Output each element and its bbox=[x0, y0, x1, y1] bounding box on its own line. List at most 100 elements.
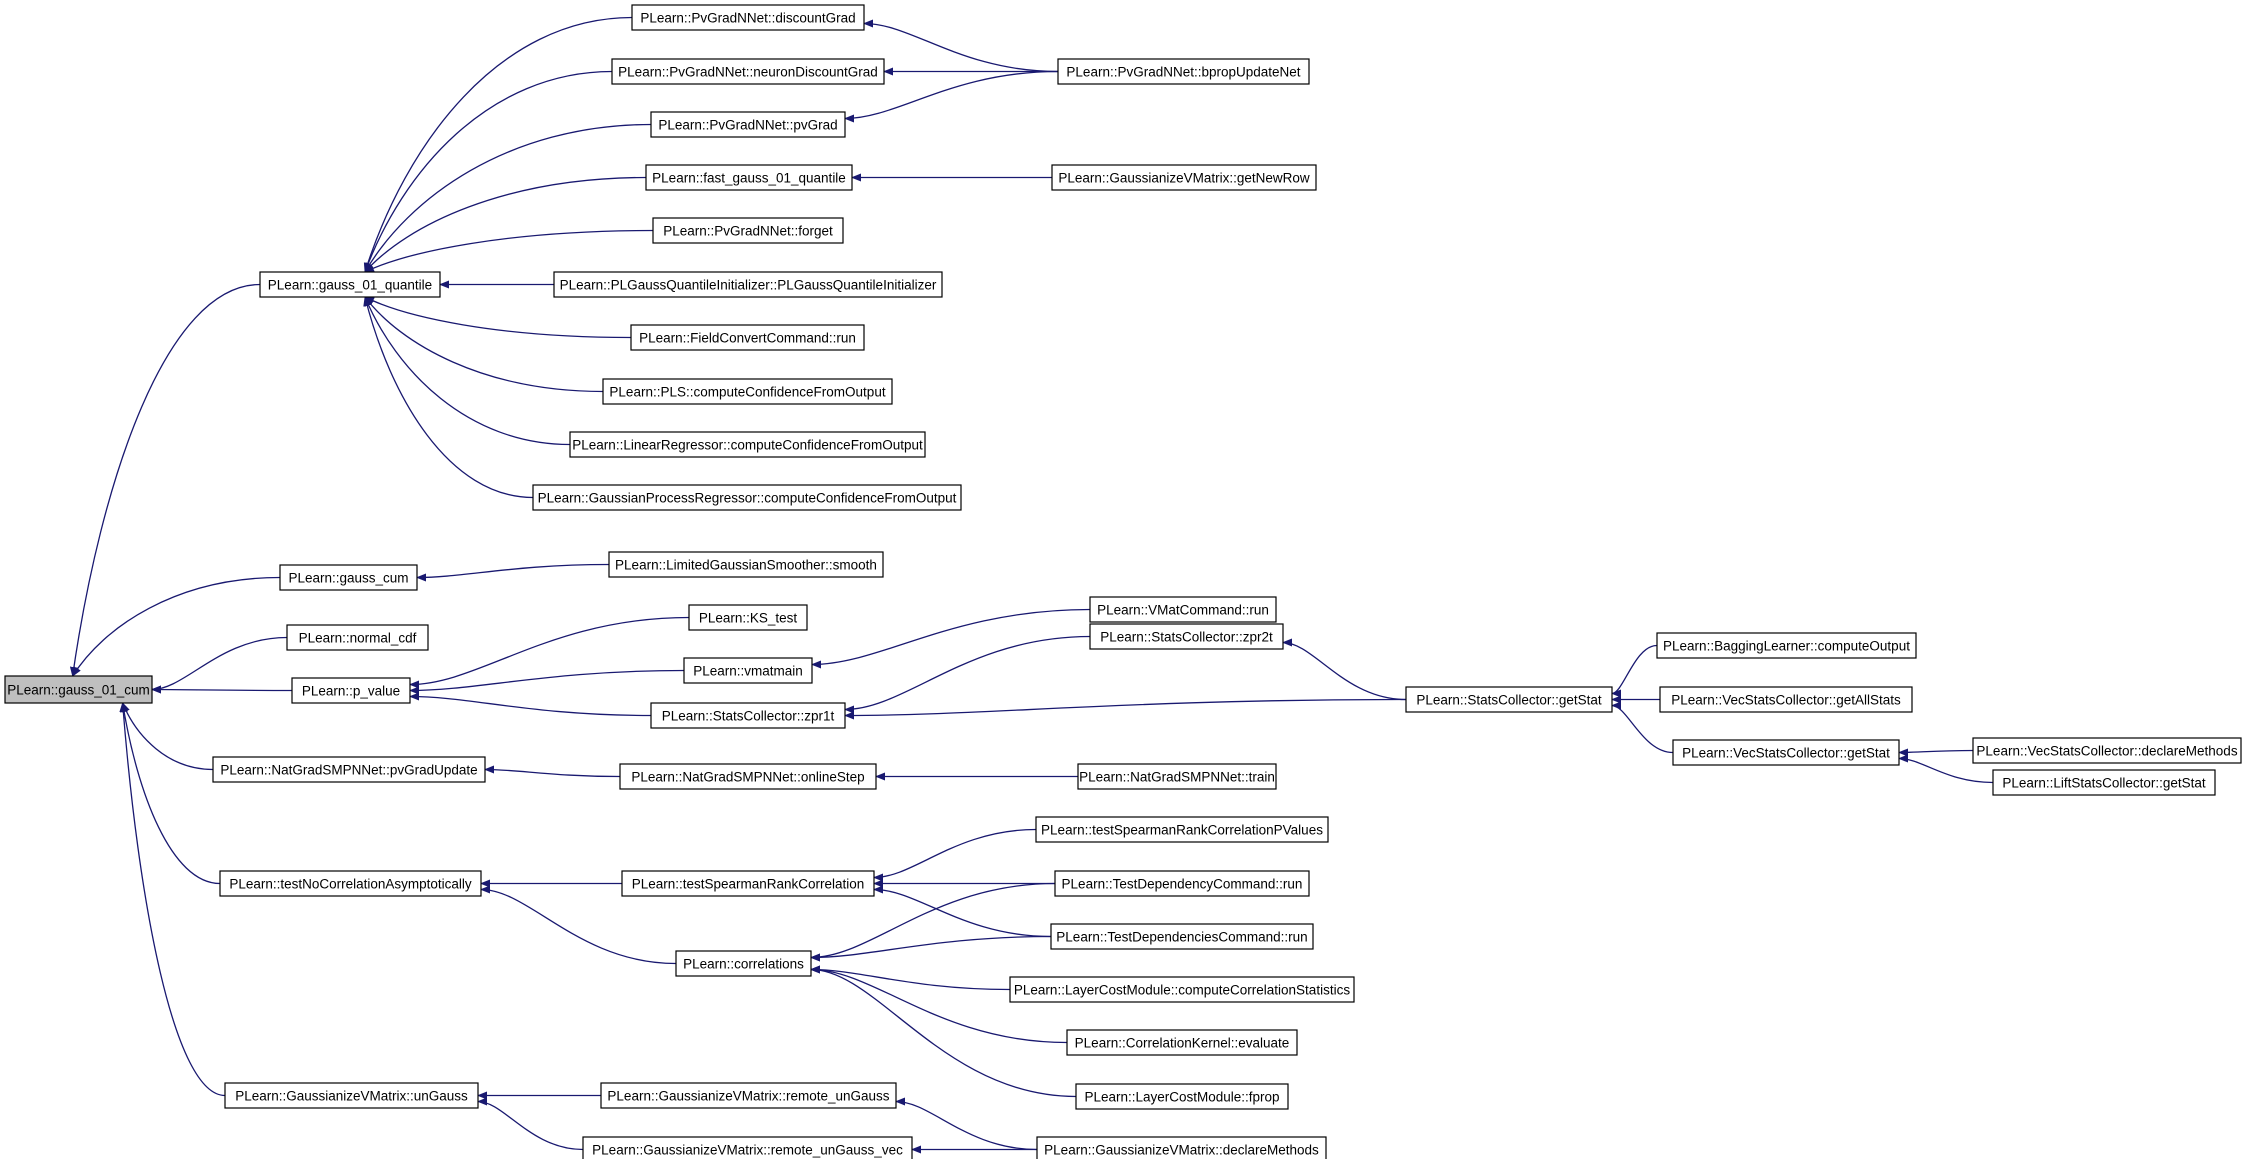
node-gaussianizevmatrix-ungauss[interactable]: PLearn::GaussianizeVMatrix::unGauss bbox=[224, 1082, 479, 1109]
node-label: PLearn::testNoCorrelationAsymptotically bbox=[229, 877, 472, 892]
node-layercostmodule-fprop[interactable]: PLearn::LayerCostModule::fprop bbox=[1075, 1083, 1289, 1110]
edge-n26-to-n25 bbox=[1282, 638, 1407, 701]
node-box bbox=[1057, 58, 1310, 85]
edge-n40-to-n38 bbox=[810, 965, 1068, 1044]
edge-n38-to-n6 bbox=[480, 885, 677, 965]
edge-n1-to-n0 bbox=[69, 283, 261, 677]
node-gaussianizevmatrix-remote-ungauss[interactable]: PLearn::GaussianizeVMatrix::remote_unGau… bbox=[600, 1082, 897, 1109]
node-vmatmain[interactable]: PLearn::vmatmain bbox=[683, 657, 813, 684]
edge-n5-to-n0 bbox=[121, 702, 214, 771]
node-pvgradnnet-neurondiscountgrad[interactable]: PLearn::PvGradNNet::neuronDiscountGrad bbox=[611, 58, 885, 85]
edge-n10-to-n1 bbox=[364, 123, 652, 273]
node-fast-gauss-01-quantile[interactable]: PLearn::fast_gauss_01_quantile bbox=[645, 164, 853, 191]
node-label: PLearn::fast_gauss_01_quantile bbox=[652, 171, 846, 186]
node-box bbox=[645, 164, 853, 191]
node-pvgradnnet-pvgrad[interactable]: PLearn::PvGradNNet::pvGrad bbox=[650, 111, 846, 138]
node-label: PLearn::VecStatsCollector::declareMethod… bbox=[1976, 744, 2237, 759]
edge-n25-to-n23 bbox=[844, 635, 1091, 714]
edge-n2-to-n0 bbox=[72, 576, 281, 677]
node-label: PLearn::LayerCostModule::fprop bbox=[1084, 1090, 1279, 1105]
node-layercostmodule-computecorrelationstatistics[interactable]: PLearn::LayerCostModule::computeCorrelat… bbox=[1009, 976, 1355, 1003]
edge-n9-to-n1 bbox=[364, 70, 613, 273]
node-box bbox=[1054, 870, 1310, 897]
node-label: PLearn::GaussianizeVMatrix::declareMetho… bbox=[1044, 1143, 1319, 1158]
node-label: PLearn::PvGradNNet::discountGrad bbox=[640, 11, 855, 26]
node-box bbox=[4, 675, 153, 704]
node-label: PLearn::GaussianizeVMatrix::unGauss bbox=[235, 1089, 468, 1104]
node-testdependenciescommand-run[interactable]: PLearn::TestDependenciesCommand::run bbox=[1050, 923, 1314, 950]
node-gaussianizevmatrix-getnewrow[interactable]: PLearn::GaussianizeVMatrix::getNewRow bbox=[1051, 164, 1317, 191]
node-gaussianizevmatrix-declaremethods[interactable]: PLearn::GaussianizeVMatrix::declareMetho… bbox=[1036, 1136, 1327, 1159]
node-label: PLearn::testSpearmanRankCorrelation bbox=[632, 877, 865, 892]
edge-n22-to-n4 bbox=[409, 669, 685, 695]
edge-n8-to-n1 bbox=[363, 16, 633, 273]
node-vecstatscollector-getstat[interactable]: PLearn::VecStatsCollector::getStat bbox=[1672, 739, 1900, 766]
node-gaussianprocessregressor-computeconfidencefromoutput[interactable]: PLearn::GaussianProcessRegressor::comput… bbox=[532, 484, 962, 511]
node-label: PLearn::LayerCostModule::computeCorrelat… bbox=[1014, 983, 1350, 998]
node-label: PLearn::PLS::computeConfidenceFromOutput bbox=[609, 385, 885, 400]
node-statscollector-zpr2t[interactable]: PLearn::StatsCollector::zpr2t bbox=[1089, 623, 1284, 650]
node-pvgradnnet-bpropupdatenet[interactable]: PLearn::PvGradNNet::bpropUpdateNet bbox=[1057, 58, 1310, 85]
node-box bbox=[675, 950, 812, 977]
node-box bbox=[259, 271, 441, 298]
node-box bbox=[553, 271, 943, 298]
node-testnocorrelationasymptotically[interactable]: PLearn::testNoCorrelationAsymptotically bbox=[219, 870, 482, 897]
edge-n43-to-n7 bbox=[477, 1097, 584, 1151]
node-natgradsmpnnet-train[interactable]: PLearn::NatGradSMPNNet::train bbox=[1077, 763, 1277, 790]
node-box bbox=[1089, 596, 1277, 623]
node-label: PLearn::VMatCommand::run bbox=[1097, 603, 1269, 618]
node-gauss-01-quantile[interactable]: PLearn::gauss_01_quantile bbox=[259, 271, 441, 298]
node-box bbox=[631, 4, 865, 31]
node-liftstatscollector-getstat[interactable]: PLearn::LiftStatsCollector::getStat bbox=[1992, 769, 2216, 796]
node-statscollector-getstat[interactable]: PLearn::StatsCollector::getStat bbox=[1405, 686, 1613, 713]
nodes-layer: PLearn::gauss_01_cum PLearn::gauss_01_qua… bbox=[4, 4, 2242, 1159]
node-label: PLearn::gauss_cum bbox=[288, 571, 408, 586]
node-limitedgaussiansmoother-smooth[interactable]: PLearn::LimitedGaussianSmoother::smooth bbox=[608, 551, 884, 578]
node-box bbox=[602, 378, 893, 405]
edge-n26-to-n23 bbox=[844, 698, 1407, 720]
node-correlationkernel-evaluate[interactable]: PLearn::CorrelationKernel::evaluate bbox=[1066, 1029, 1298, 1056]
node-fieldconvertcommand-run[interactable]: PLearn::FieldConvertCommand::run bbox=[630, 324, 865, 351]
node-linearregressor-computeconfidencefromoutput[interactable]: PLearn::LinearRegressor::computeConfiden… bbox=[569, 431, 926, 458]
node-box bbox=[1656, 632, 1917, 659]
node-label: PLearn::normal_cdf bbox=[299, 631, 417, 646]
node-vecstatscollector-getallstats[interactable]: PLearn::VecStatsCollector::getAllStats bbox=[1659, 686, 1913, 713]
node-box bbox=[1050, 923, 1314, 950]
node-label: PLearn::testSpearmanRankCorrelationPValu… bbox=[1041, 823, 1323, 838]
node-vecstatscollector-declaremethods[interactable]: PLearn::VecStatsCollector::declareMethod… bbox=[1972, 737, 2242, 764]
node-box bbox=[1075, 1083, 1289, 1110]
edge-n41-to-n38 bbox=[810, 965, 1077, 1098]
node-label: PLearn::PvGradNNet::forget bbox=[663, 224, 833, 239]
node-gauss-01-cum[interactable]: PLearn::gauss_01_cum bbox=[4, 675, 153, 704]
node-statscollector-zpr1t[interactable]: PLearn::StatsCollector::zpr1t bbox=[650, 702, 846, 729]
node-box bbox=[1051, 164, 1317, 191]
node-p-value[interactable]: PLearn::p_value bbox=[291, 677, 411, 704]
node-testspearmanrankcorrelationpvalues[interactable]: PLearn::testSpearmanRankCorrelationPValu… bbox=[1035, 816, 1329, 843]
node-bagginglearner-computeoutput[interactable]: PLearn::BaggingLearner::computeOutput bbox=[1656, 632, 1917, 659]
node-box bbox=[621, 870, 875, 897]
edge-n12-to-n1 bbox=[364, 229, 654, 273]
node-box bbox=[688, 604, 808, 631]
node-label: PLearn::BaggingLearner::computeOutput bbox=[1663, 639, 1910, 654]
node-vmatcommand-run[interactable]: PLearn::VMatCommand::run bbox=[1089, 596, 1277, 623]
node-label: PLearn::NatGradSMPNNet::pvGradUpdate bbox=[220, 763, 477, 778]
node-correlations[interactable]: PLearn::correlations bbox=[675, 950, 812, 977]
node-ks-test[interactable]: PLearn::KS_test bbox=[688, 604, 808, 631]
node-pvgradnnet-forget[interactable]: PLearn::PvGradNNet::forget bbox=[652, 217, 844, 244]
node-box bbox=[1036, 1136, 1327, 1159]
node-normal-cdf[interactable]: PLearn::normal_cdf bbox=[286, 624, 429, 651]
edge-n29-to-n26 bbox=[1611, 701, 1674, 754]
edge-n6-to-n0 bbox=[120, 702, 221, 885]
node-testdependencycommand-run[interactable]: PLearn::TestDependencyCommand::run bbox=[1054, 870, 1310, 897]
node-box bbox=[611, 58, 885, 85]
node-gaussianizevmatrix-remote-ungauss-vec[interactable]: PLearn::GaussianizeVMatrix::remote_unGau… bbox=[582, 1136, 913, 1159]
node-plgaussquantileinitializer-plgaussquantileinitializer[interactable]: PLearn::PLGaussQuantileInitializer::PLGa… bbox=[553, 271, 943, 298]
node-pvgradnnet-discountgrad[interactable]: PLearn::PvGradNNet::discountGrad bbox=[631, 4, 865, 31]
node-gauss-cum[interactable]: PLearn::gauss_cum bbox=[279, 564, 418, 591]
node-natgradsmpnnet-pvgradupdate[interactable]: PLearn::NatGradSMPNNet::pvGradUpdate bbox=[212, 756, 486, 783]
node-pls-computeconfidencefromoutput[interactable]: PLearn::PLS::computeConfidenceFromOutput bbox=[602, 378, 893, 405]
node-box bbox=[569, 431, 926, 458]
node-natgradsmpnnet-onlinestep[interactable]: PLearn::NatGradSMPNNet::onlineStep bbox=[619, 763, 877, 790]
node-testspearmanrankcorrelation[interactable]: PLearn::testSpearmanRankCorrelation bbox=[621, 870, 875, 897]
node-box bbox=[608, 551, 884, 578]
